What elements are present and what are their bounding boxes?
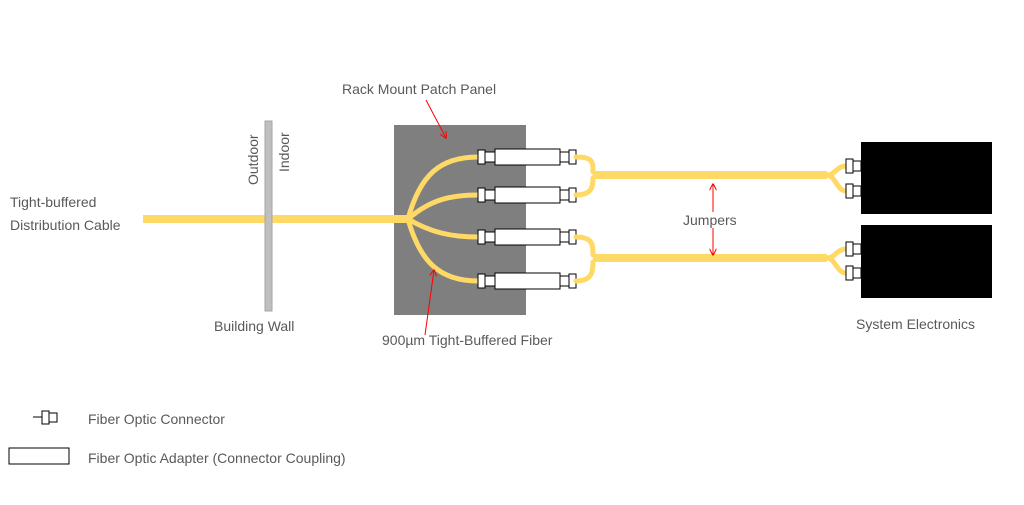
legend-connector-label: Fiber Optic Connector <box>88 411 225 427</box>
legend-adapter-symbol <box>8 447 70 465</box>
outdoor-label: Outdoor <box>245 134 261 185</box>
panel-adapter-row-1 <box>477 148 577 166</box>
fiber-2 <box>405 192 481 222</box>
fiber-3 <box>405 216 481 240</box>
patch-panel-arrow <box>425 99 446 138</box>
cable-label-line2: Distribution Cable <box>10 217 121 233</box>
system-electronics-label: System Electronics <box>856 316 975 332</box>
jumper-cable-2 <box>573 234 849 284</box>
equipment-connectors <box>845 158 862 281</box>
fiber-callout-arrow <box>424 270 434 336</box>
fiber-4 <box>405 216 481 284</box>
tight-buffered-fiber-label: 900µm Tight-Buffered Fiber <box>382 332 553 348</box>
jumpers-label: Jumpers <box>683 212 737 228</box>
panel-adapter-row-2 <box>477 186 577 204</box>
jumper-cable-1 <box>573 154 849 198</box>
panel-adapter-row-4 <box>477 272 577 290</box>
indoor-label: Indoor <box>276 132 292 172</box>
patch-panel-label: Rack Mount Patch Panel <box>342 81 496 97</box>
cable-label-line1: Tight-buffered <box>10 194 96 210</box>
system-electronics-unit-2 <box>861 225 992 298</box>
fiber-1 <box>405 154 481 222</box>
building-wall-label: Building Wall <box>214 318 294 334</box>
tight-buffered-fibers <box>405 154 481 284</box>
legend-connector-symbol <box>33 410 58 425</box>
legend: Fiber Optic Connector Fiber Optic Adapte… <box>8 410 346 466</box>
building-wall <box>264 120 273 312</box>
legend-adapter-label: Fiber Optic Adapter (Connector Coupling) <box>88 450 346 466</box>
panel-adapter-row-3 <box>477 228 577 246</box>
system-electronics-unit-1 <box>861 142 992 214</box>
